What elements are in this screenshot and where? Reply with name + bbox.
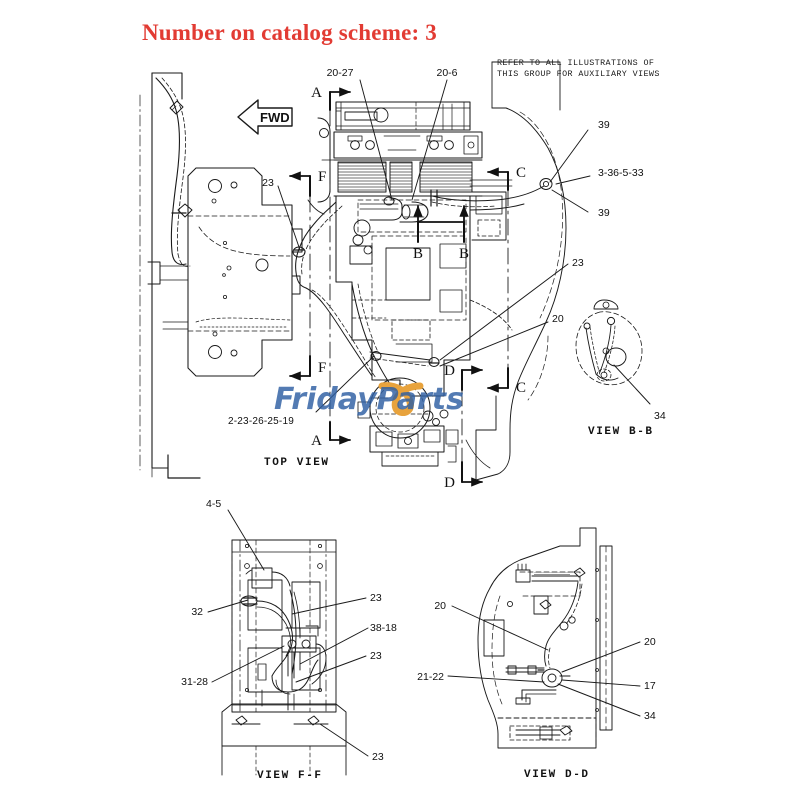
section-mark-b-left: B [413, 246, 423, 262]
engine-top-assembly [292, 101, 553, 467]
auxiliary-views-note: REFER TO ALL ILLUSTRATIONS OF THIS GROUP… [497, 58, 660, 79]
callout-23-right: 23 [572, 257, 584, 269]
section-mark-f-bottom: F [318, 360, 326, 376]
callout-20-6: 20-6 [436, 67, 457, 79]
left-frame-assembly [139, 72, 303, 479]
fwd-label: FWD [260, 110, 290, 125]
callout-dd-17: 17 [644, 680, 656, 692]
page-title: Number on catalog scheme: 3 [142, 20, 437, 45]
callout-20-27: 20-27 [327, 67, 354, 79]
section-mark-a-bottom: A [311, 433, 322, 449]
view-bb-drawing [575, 299, 651, 405]
callout-dd-34: 34 [644, 710, 656, 722]
callout-part-sequence: 2-23-26-25-19 [228, 416, 294, 427]
section-mark-f-top: F [318, 169, 326, 185]
callout-dd-20-a: 20 [434, 600, 446, 612]
right-body-outline [465, 61, 567, 481]
top-view-title: TOP VIEW [264, 457, 330, 469]
callout-dd-20-b: 20 [644, 636, 656, 648]
top-view-leaders [277, 79, 591, 413]
callout-39-lower: 39 [598, 207, 610, 219]
callout-bb-34: 34 [654, 410, 666, 422]
callout-ff-31-28: 31-28 [181, 676, 208, 688]
callout-ff-38-18: 38-18 [370, 622, 397, 634]
section-mark-c-bottom: C [516, 380, 526, 396]
callout-ff-23-c: 23 [372, 751, 384, 763]
fwd-arrow [237, 99, 293, 135]
section-mark-c-top: C [516, 165, 526, 181]
section-mark-d-bottom: D [444, 475, 455, 491]
callout-23-left: 23 [262, 177, 274, 189]
callout-ff-32: 32 [191, 606, 203, 618]
view-dd-drawing [447, 527, 641, 749]
callout-39-upper: 39 [598, 119, 610, 131]
callout-3-36-5-33: 3-36-5-33 [598, 167, 644, 179]
callout-dd-21-22: 21-22 [417, 671, 444, 683]
callout-ff-4-5: 4-5 [206, 498, 221, 510]
callout-20-right: 20 [552, 313, 564, 325]
view-ff-drawing [207, 509, 369, 776]
view-ff-title: VIEW F-F [257, 770, 323, 782]
section-mark-b-right: B [459, 246, 469, 262]
view-bb-title: VIEW B-B [588, 426, 654, 438]
section-mark-d-top: D [444, 363, 455, 379]
view-dd-title: VIEW D-D [524, 769, 590, 781]
section-lines [289, 87, 509, 487]
section-mark-a-top: A [311, 85, 322, 101]
callout-ff-23-b: 23 [370, 650, 382, 662]
callout-ff-23-a: 23 [370, 592, 382, 604]
